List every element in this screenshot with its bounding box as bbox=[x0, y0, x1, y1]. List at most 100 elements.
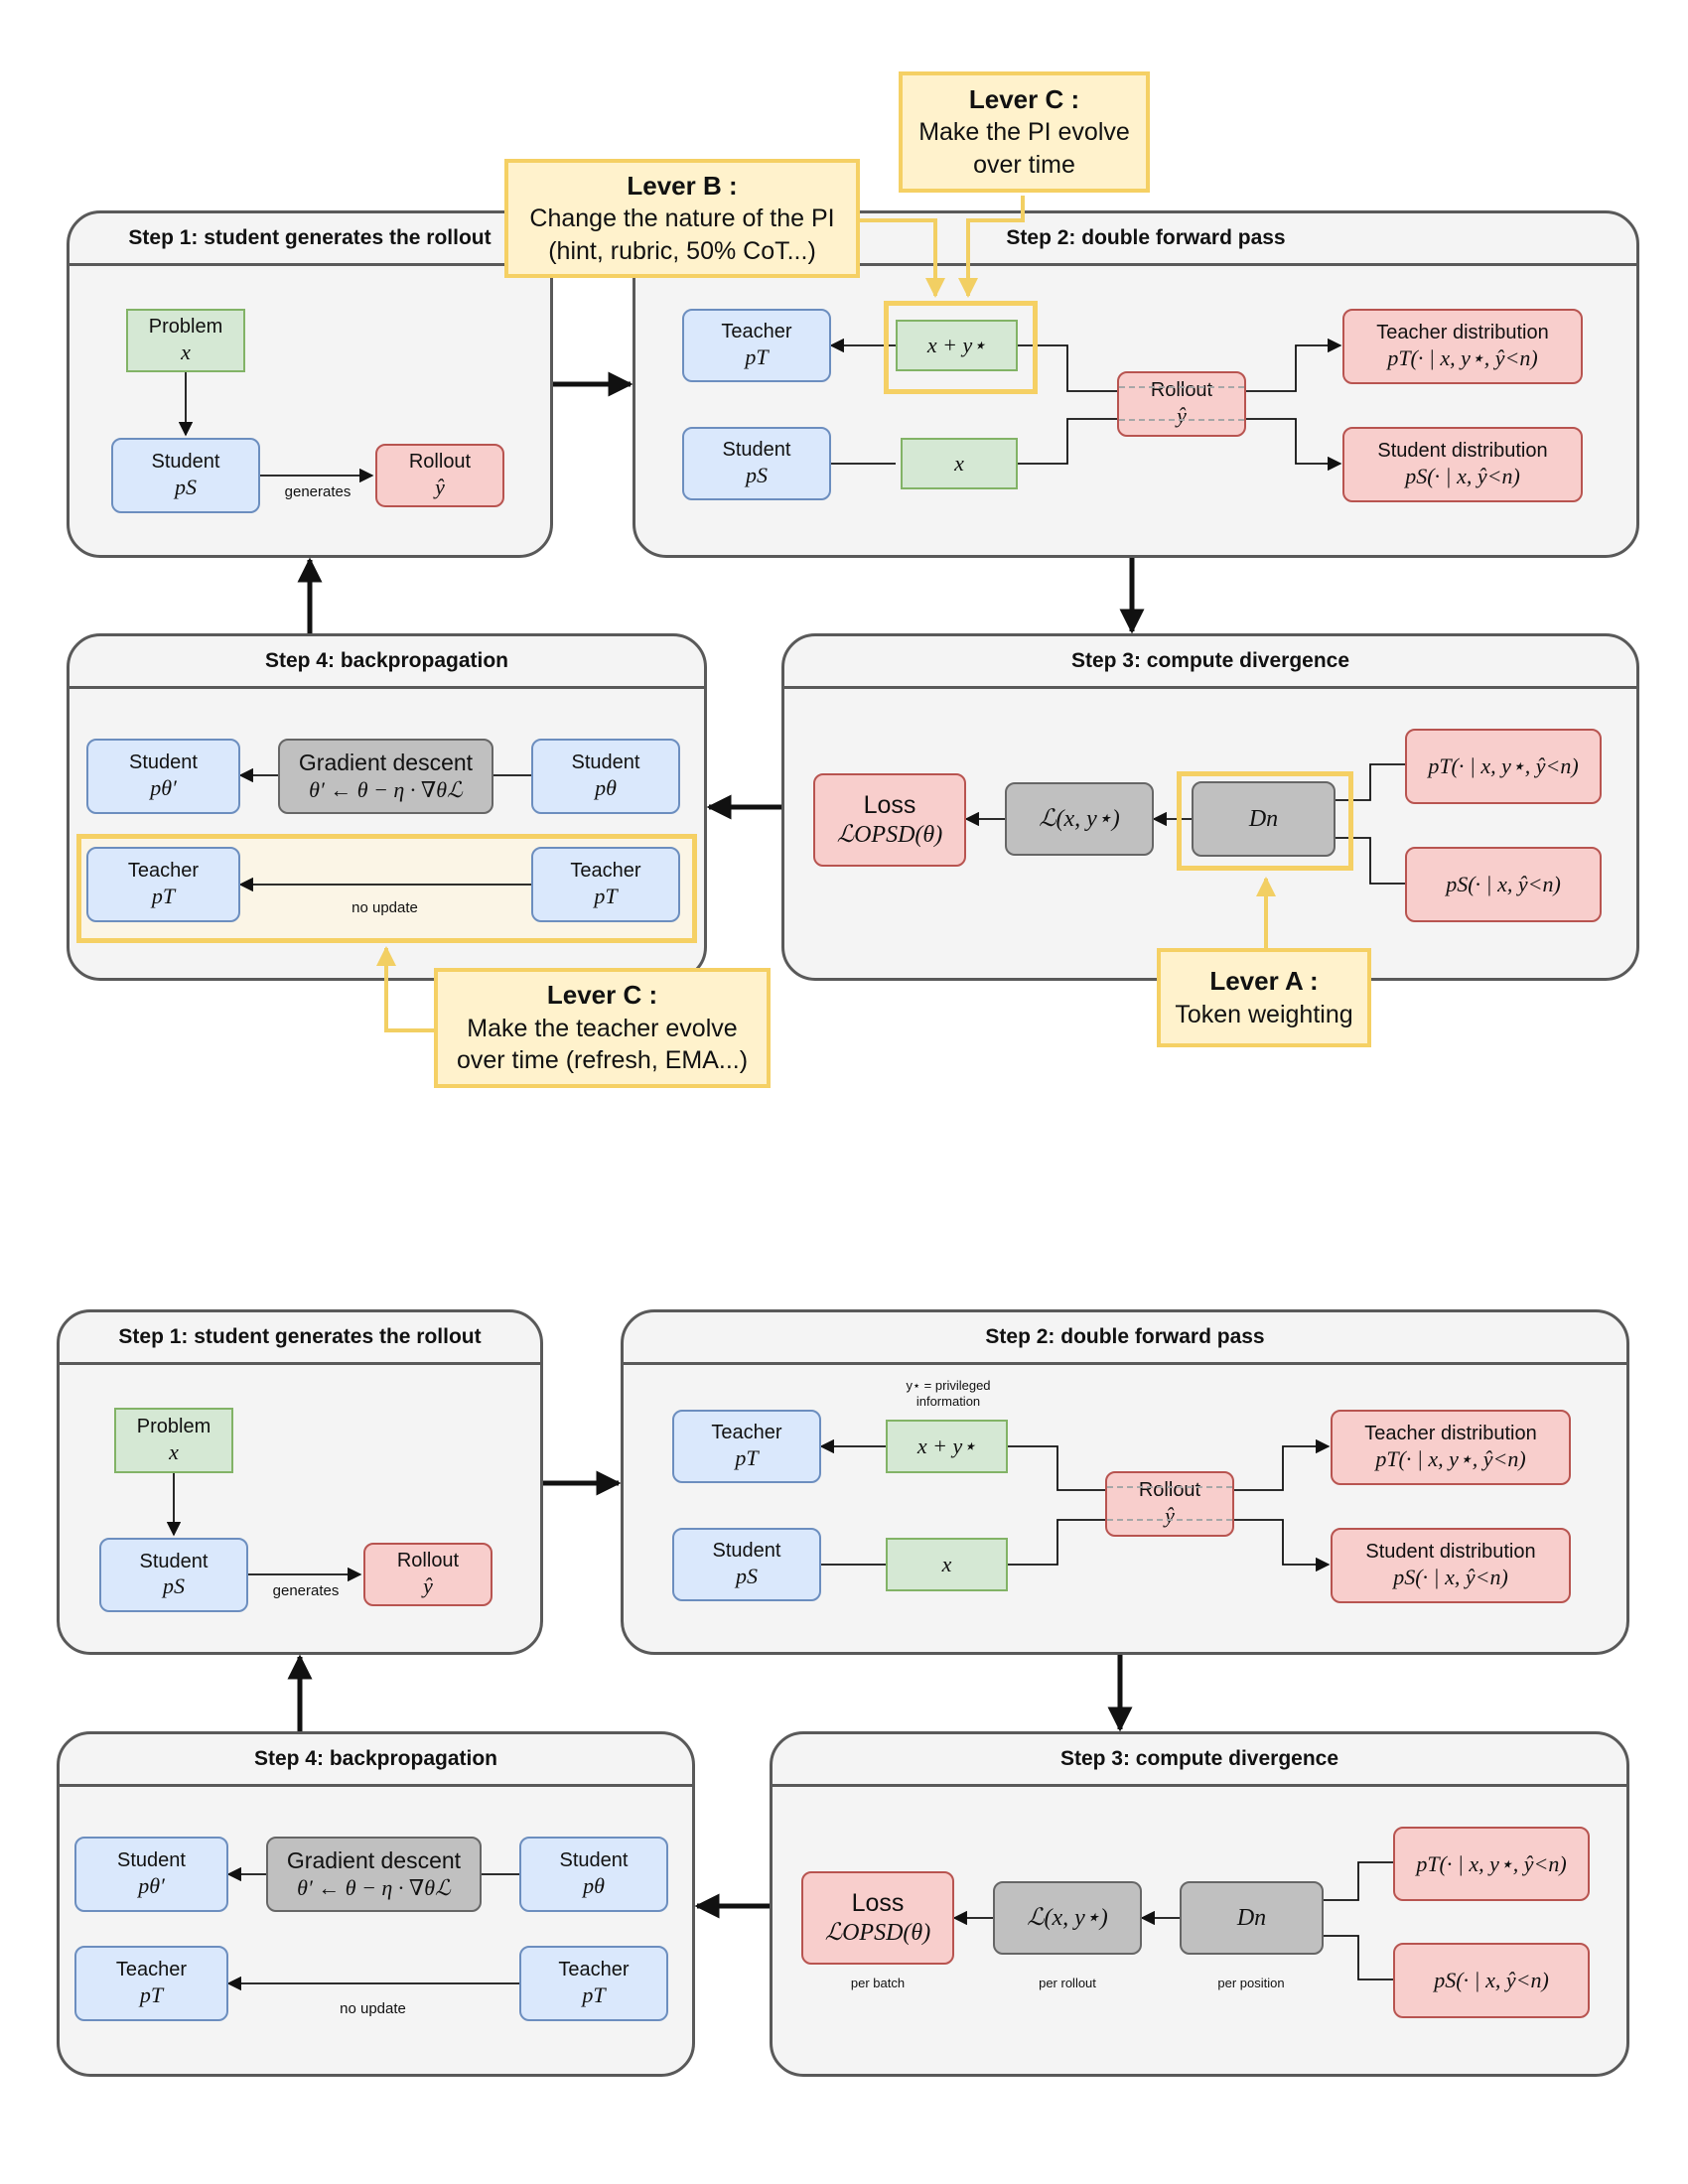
d-n-math: Dn bbox=[1248, 805, 1279, 832]
teacher-label: Teacher bbox=[721, 321, 792, 343]
d-n-node: Dn bbox=[1192, 781, 1336, 857]
p-theta-prime-math: pθ′ bbox=[150, 774, 177, 800]
step3-title: Step 3: compute divergence bbox=[784, 636, 1636, 689]
update-rule-math: θ′ ← θ − η · ∇θℒ bbox=[309, 776, 463, 802]
loss-node: Loss ℒOPSD(θ) bbox=[801, 1871, 954, 1965]
teacher-math: pT bbox=[735, 1444, 759, 1470]
p-s-dist-math: pS(· | x, ŷ<n) bbox=[1434, 1968, 1549, 1993]
gradient-descent-label: Gradient descent bbox=[286, 1847, 462, 1874]
student-theta-node: Student pθ bbox=[531, 739, 680, 814]
x-plus-y-star-node: x + y⋆ bbox=[886, 1420, 1008, 1473]
loss-label: Loss bbox=[863, 791, 916, 820]
lever-a-box: Lever A : Token weighting bbox=[1157, 948, 1371, 1047]
p-t-dist-node: pT(· | x, y⋆, ŷ<n) bbox=[1405, 729, 1602, 804]
x-plus-y-star-node: x + y⋆ bbox=[896, 320, 1018, 371]
rollout-label: Rollout bbox=[1138, 1479, 1201, 1502]
gradient-descent-node: Gradient descent θ′ ← θ − η · ∇θℒ bbox=[266, 1837, 482, 1912]
wire-tdist-dn bbox=[1324, 1861, 1393, 1901]
loss-fn-math: ℒ(x, y⋆) bbox=[1027, 1904, 1108, 1931]
student-node-step2: Student pS bbox=[682, 427, 831, 500]
d-n-node: Dn bbox=[1180, 1881, 1324, 1955]
gradient-descent-node: Gradient descent θ′ ← θ − η · ∇θℒ bbox=[278, 739, 493, 814]
student-label: Student bbox=[139, 1550, 209, 1572]
student-distribution-math: pS(· | x, ŷ<n) bbox=[1405, 463, 1520, 488]
student-distribution-label: Student distribution bbox=[1377, 440, 1548, 463]
lever-b-title: Lever B : bbox=[627, 170, 738, 201]
x-math: x bbox=[941, 1552, 952, 1577]
connector-layer bbox=[178, 196, 1405, 1032]
p-t-dist-math: pT(· | x, y⋆, ŷ<n) bbox=[1416, 1850, 1567, 1876]
problem-label: Problem bbox=[148, 316, 223, 339]
loss-opsd-math: ℒOPSD(θ) bbox=[824, 1919, 931, 1946]
student-label: Student bbox=[712, 1540, 781, 1563]
teacher-distribution-math: pT(· | x, y⋆, ŷ<n) bbox=[1375, 1445, 1526, 1471]
x-math: x bbox=[954, 451, 964, 477]
generates-label: generates bbox=[284, 483, 352, 500]
lever-c-top-text-1: Make the PI evolve bbox=[918, 118, 1130, 147]
lever-c-bottom-title: Lever C : bbox=[546, 980, 658, 1011]
rollout-label: Rollout bbox=[396, 1550, 460, 1572]
lever-c-top-box: Lever C : Make the PI evolve over time bbox=[899, 71, 1150, 193]
teacher-distribution-node: Teacher distribution pT(· | x, y⋆, ŷ<n) bbox=[1342, 309, 1583, 384]
p-s-dist-node: pS(· | x, ŷ<n) bbox=[1393, 1943, 1590, 2018]
student-node-step1: Student pS bbox=[99, 1538, 248, 1612]
problem-node: Problem x bbox=[114, 1408, 233, 1473]
rollout-node-step2: Rollout ŷ bbox=[1105, 1471, 1234, 1537]
teacher-distribution-math: pT(· | x, y⋆, ŷ<n) bbox=[1387, 344, 1538, 370]
student-theta-node: Student pθ bbox=[519, 1837, 668, 1912]
teacher-distribution-label: Teacher distribution bbox=[1364, 1423, 1537, 1445]
rollout-node-step2: Rollout ŷ bbox=[1117, 371, 1246, 437]
rollout-node-step1: Rollout ŷ bbox=[363, 1543, 492, 1606]
student-distribution-label: Student distribution bbox=[1365, 1541, 1536, 1564]
teacher-label: Teacher bbox=[558, 1959, 630, 1981]
p-t-dist-node: pT(· | x, y⋆, ŷ<n) bbox=[1393, 1827, 1590, 1901]
teacher-label: Teacher bbox=[115, 1959, 188, 1981]
per-position-label: per position bbox=[1217, 1976, 1285, 1990]
diagram-base: Step 1: student generates the rollout St… bbox=[0, 1142, 1688, 2184]
teacher-math: pT bbox=[139, 1981, 164, 2007]
student-node-step1: Student pS bbox=[111, 438, 260, 513]
student-label: Student bbox=[559, 1849, 629, 1872]
rollout-math: ŷ bbox=[1177, 402, 1187, 428]
p-theta-math: pθ bbox=[595, 774, 617, 800]
rollout-dash-bottom bbox=[1107, 1519, 1232, 1521]
problem-math: x bbox=[169, 1438, 179, 1464]
update-rule-math: θ′ ← θ − η · ∇θℒ bbox=[297, 1874, 451, 1900]
generates-label: generates bbox=[272, 1582, 340, 1599]
student-node-step2: Student pS bbox=[672, 1528, 821, 1601]
step4-title: Step 4: backpropagation bbox=[70, 636, 704, 689]
p-theta-prime-math: pθ′ bbox=[138, 1872, 165, 1898]
dn-highlight bbox=[1177, 771, 1353, 871]
per-batch-label: per batch bbox=[850, 1976, 906, 1990]
rollout-label: Rollout bbox=[408, 451, 472, 474]
lever-c-top-title: Lever C : bbox=[968, 83, 1080, 114]
lever-c-bottom-connector bbox=[376, 946, 434, 1032]
x-plus-y-star-math: x + y⋆ bbox=[926, 333, 987, 358]
teacher-node-step2: Teacher pT bbox=[672, 1410, 821, 1483]
student-distribution-node: Student distribution pS(· | x, ŷ<n) bbox=[1331, 1528, 1571, 1603]
student-label: Student bbox=[571, 751, 640, 774]
per-rollout-label: per rollout bbox=[1039, 1976, 1096, 1990]
student-label: Student bbox=[129, 751, 198, 774]
lever-b-text-1: Change the nature of the PI bbox=[529, 205, 835, 233]
teacher-math: pT bbox=[151, 883, 176, 908]
lever-a-title: Lever A : bbox=[1209, 965, 1319, 996]
wire-x-rollout bbox=[1018, 418, 1117, 465]
rollout-math: ŷ bbox=[435, 474, 445, 499]
p-t-dist-math: pT(· | x, y⋆, ŷ<n) bbox=[1428, 753, 1579, 779]
rollout-math: ŷ bbox=[1165, 1502, 1175, 1528]
student-label: Student bbox=[117, 1849, 186, 1872]
diagram-with-levers: Step 1: student generates the rollout St… bbox=[67, 71, 1639, 1088]
rollout-dash-top bbox=[1119, 386, 1244, 388]
teacher-math: pT bbox=[594, 883, 618, 908]
wire-rollout-tdist bbox=[1246, 338, 1342, 392]
step2-title: Step 2: double forward pass bbox=[624, 1312, 1626, 1365]
wire-sdist-dn bbox=[1324, 1935, 1393, 1980]
student-math: pS bbox=[746, 462, 768, 487]
loss-fn-node: ℒ(x, y⋆) bbox=[993, 1881, 1142, 1955]
wire-rollout-sdist bbox=[1246, 418, 1342, 472]
lever-c-top-text-2: over time bbox=[973, 150, 1075, 179]
wire-xy-rollout bbox=[1008, 1445, 1105, 1491]
wire-rollout-tdist bbox=[1234, 1438, 1331, 1491]
step1-title: Step 1: student generates the rollout bbox=[60, 1312, 540, 1365]
